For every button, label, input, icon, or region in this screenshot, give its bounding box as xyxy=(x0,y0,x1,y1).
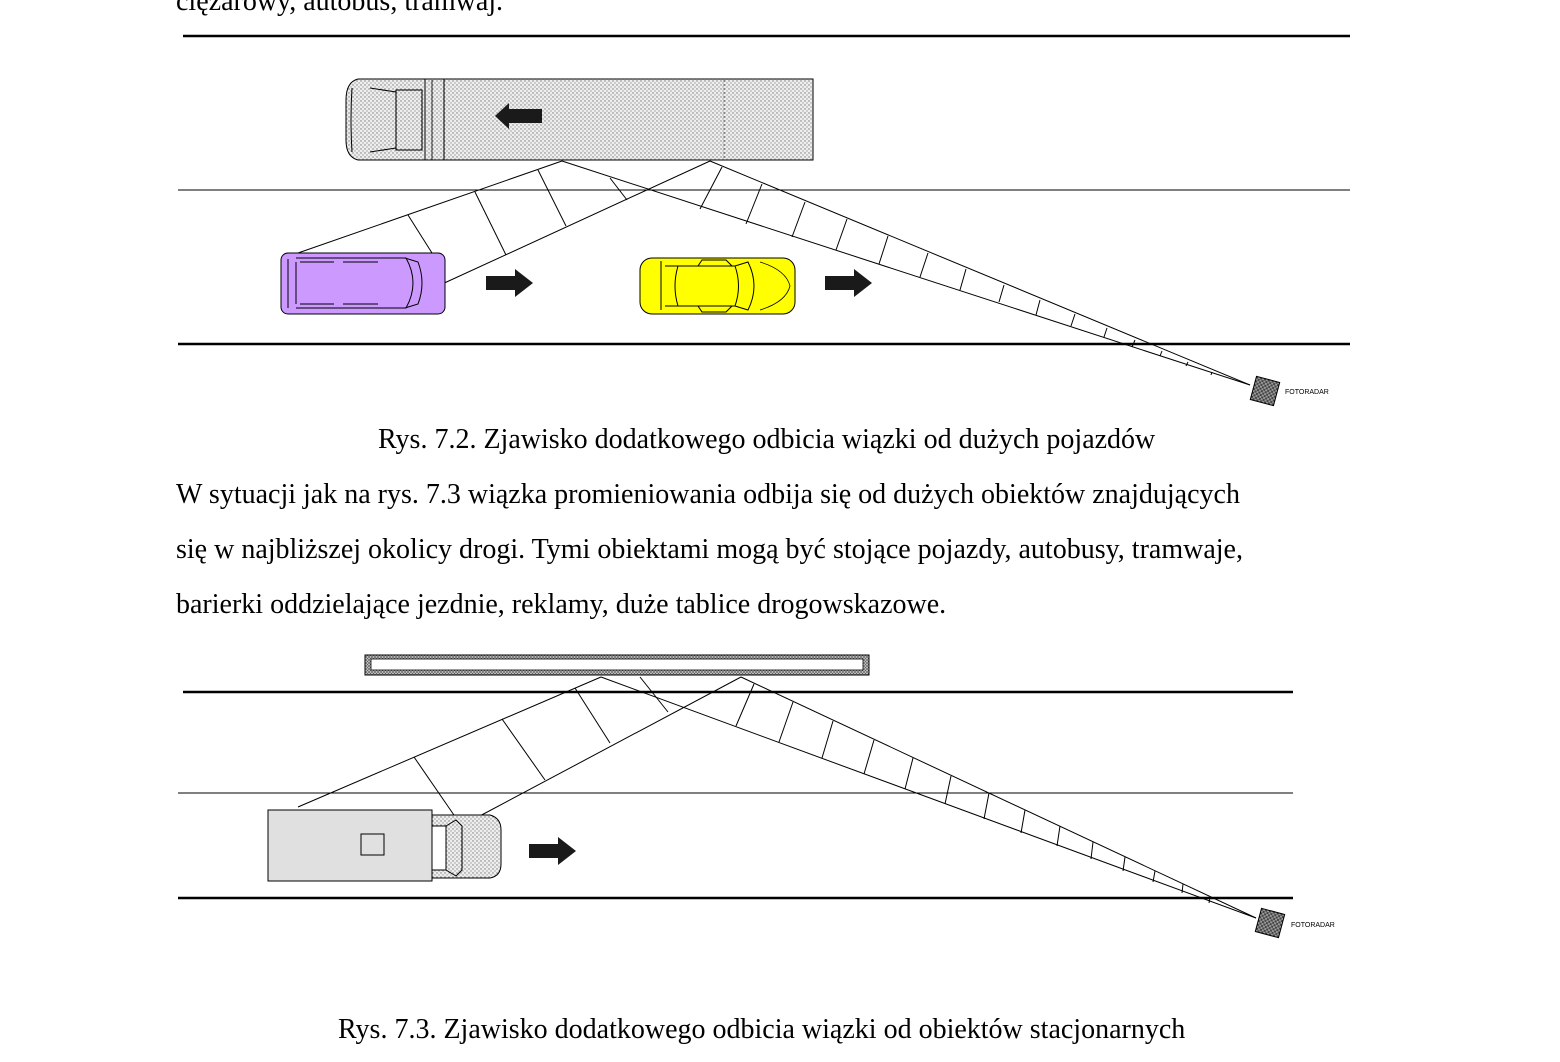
car xyxy=(639,257,796,315)
radar-label: FOTORADAR xyxy=(1291,922,1335,929)
roadside-barrier xyxy=(364,654,870,676)
car-direction-arrow xyxy=(825,269,872,297)
radar-beam-2 xyxy=(297,676,1257,919)
paragraph-line-1: W sytuacji jak na rys. 7.3 wiązka promie… xyxy=(176,479,1240,510)
radar-device-icon xyxy=(1254,907,1286,939)
figure-7-2: FOTORADAR xyxy=(178,34,1350,407)
radar-beam-1 xyxy=(297,160,1251,386)
delivery-truck xyxy=(267,809,502,882)
radar-device-icon xyxy=(1249,375,1281,407)
figure-caption-7-2: Rys. 7.2. Zjawisko dodatkowego odbicia w… xyxy=(378,424,1156,455)
truck-direction-arrow xyxy=(495,103,542,129)
paragraph-line-3: barierki oddzielające jezdnie, reklamy, … xyxy=(176,589,947,620)
radar-label: FOTORADAR xyxy=(1285,389,1329,396)
van xyxy=(280,252,446,315)
figure-7-3: FOTORADAR xyxy=(178,654,1335,939)
truck-direction-arrow xyxy=(529,837,576,865)
van-direction-arrow xyxy=(486,269,533,297)
truck xyxy=(345,78,814,161)
figure-caption-7-3: Rys. 7.3. Zjawisko dodatkowego odbicia w… xyxy=(338,1014,1186,1045)
paragraph-line-2: się w najbliższej okolicy drogi. Tymi ob… xyxy=(176,534,1243,565)
top-cut-text: ciężarowy, autobus, tramwaj. xyxy=(176,0,504,17)
